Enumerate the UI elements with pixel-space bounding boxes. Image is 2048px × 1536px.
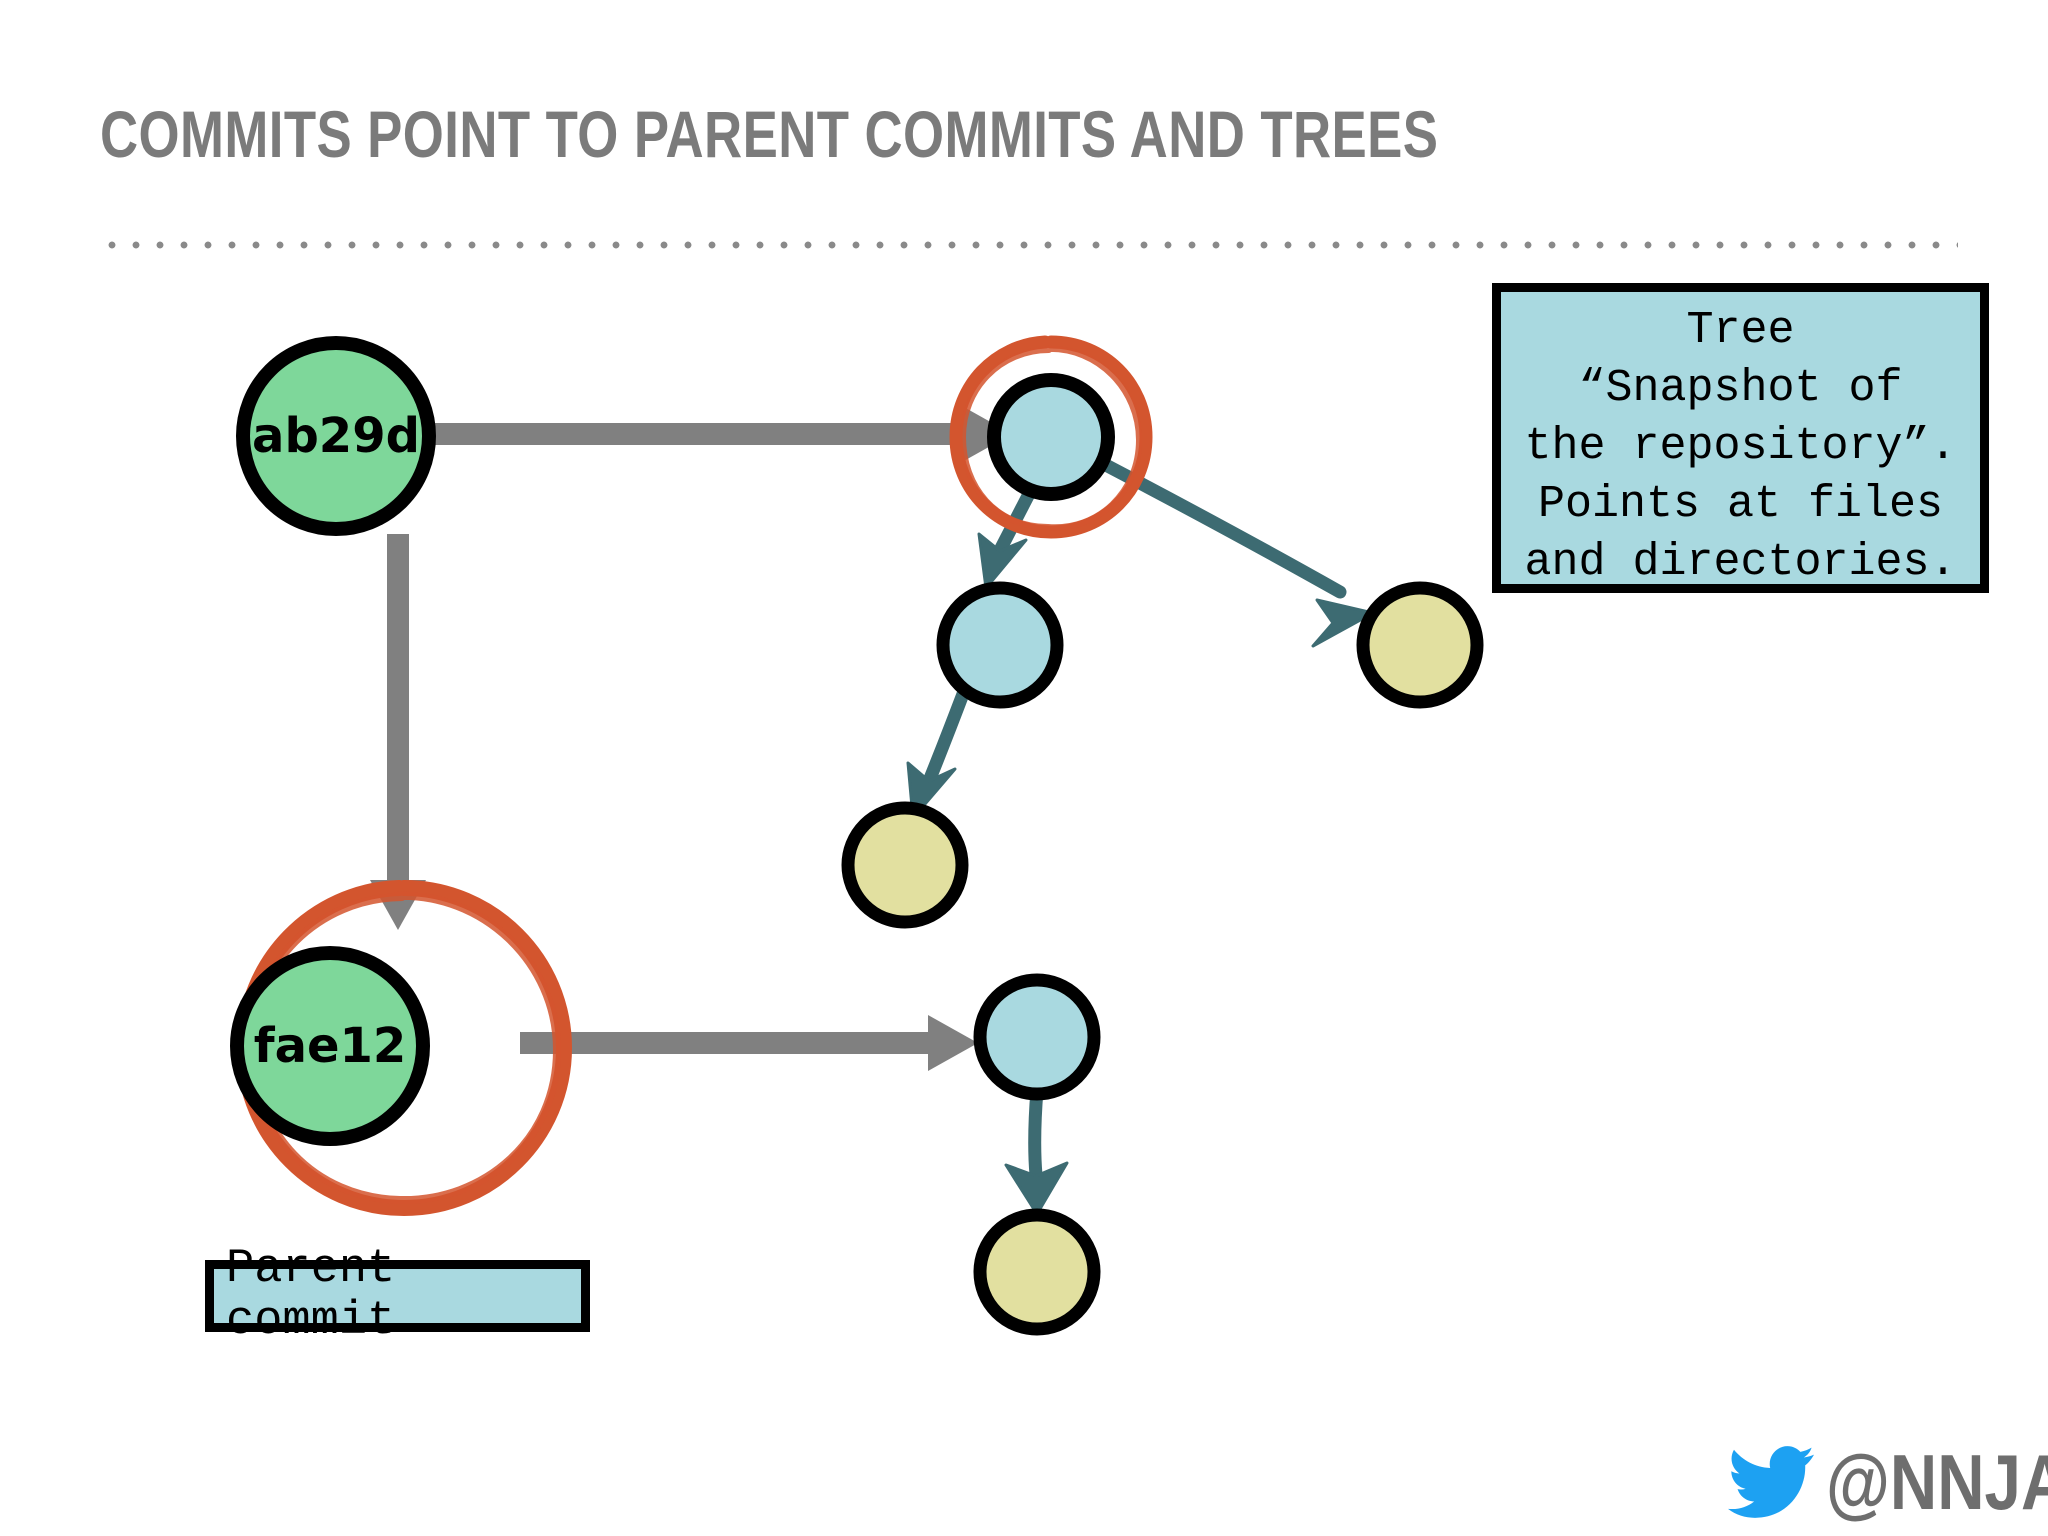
commit-label-ab29d: ab29d (252, 408, 420, 464)
edge-tree-top-to-tree-middle (977, 485, 1037, 590)
highlight-commit-fae12 (235, 880, 573, 1217)
tree-nodes-group (936, 373, 1115, 1101)
title-block: COMMITS POINT TO PARENT COMMITS AND TREE… (100, 96, 1960, 186)
tree-top[interactable] (987, 373, 1115, 501)
tree-edges-group (906, 455, 1375, 1216)
edge-ab29d-to-tree-top (434, 406, 1012, 462)
title-divider (100, 240, 1958, 250)
page-title: COMMITS POINT TO PARENT COMMITS AND TREE… (100, 97, 1439, 171)
edge-tree-top-to-blob-top-right (1093, 455, 1375, 648)
commit-label-fae12: fae12 (253, 1018, 407, 1074)
blob-bottom[interactable] (973, 1208, 1101, 1336)
edge-tree-middle-to-blob-middle (906, 687, 970, 820)
edge-tree-bottom-to-blob-bottom (1004, 1083, 1069, 1216)
tree-info-box: Tree “Snapshot of the repository”. Point… (1492, 283, 1989, 593)
highlight-tree-top (949, 335, 1153, 539)
blob-top-right[interactable] (1356, 581, 1484, 709)
twitter-credit: @NNJA (1728, 1434, 2048, 1530)
twitter-bird-icon (1728, 1446, 1814, 1518)
commit-node-ab29d[interactable] (236, 336, 436, 536)
commit-node-fae12[interactable] (230, 946, 430, 1146)
blob-nodes-group (841, 581, 1484, 1336)
tree-bottom[interactable] (973, 973, 1101, 1101)
blob-middle[interactable] (841, 801, 969, 929)
tree-middle[interactable] (936, 581, 1064, 709)
commit-nodes-group (230, 336, 436, 1146)
highlight-circles-group (235, 335, 1153, 1217)
twitter-handle: @NNJA (1826, 1438, 2048, 1526)
edge-fae12-to-tree-bottom (520, 1015, 978, 1071)
edge-ab29d-to-fae12 (370, 534, 426, 930)
commit-edges-group (370, 406, 1012, 1071)
parent-commit-label-box: Parent commit (205, 1244, 590, 1348)
